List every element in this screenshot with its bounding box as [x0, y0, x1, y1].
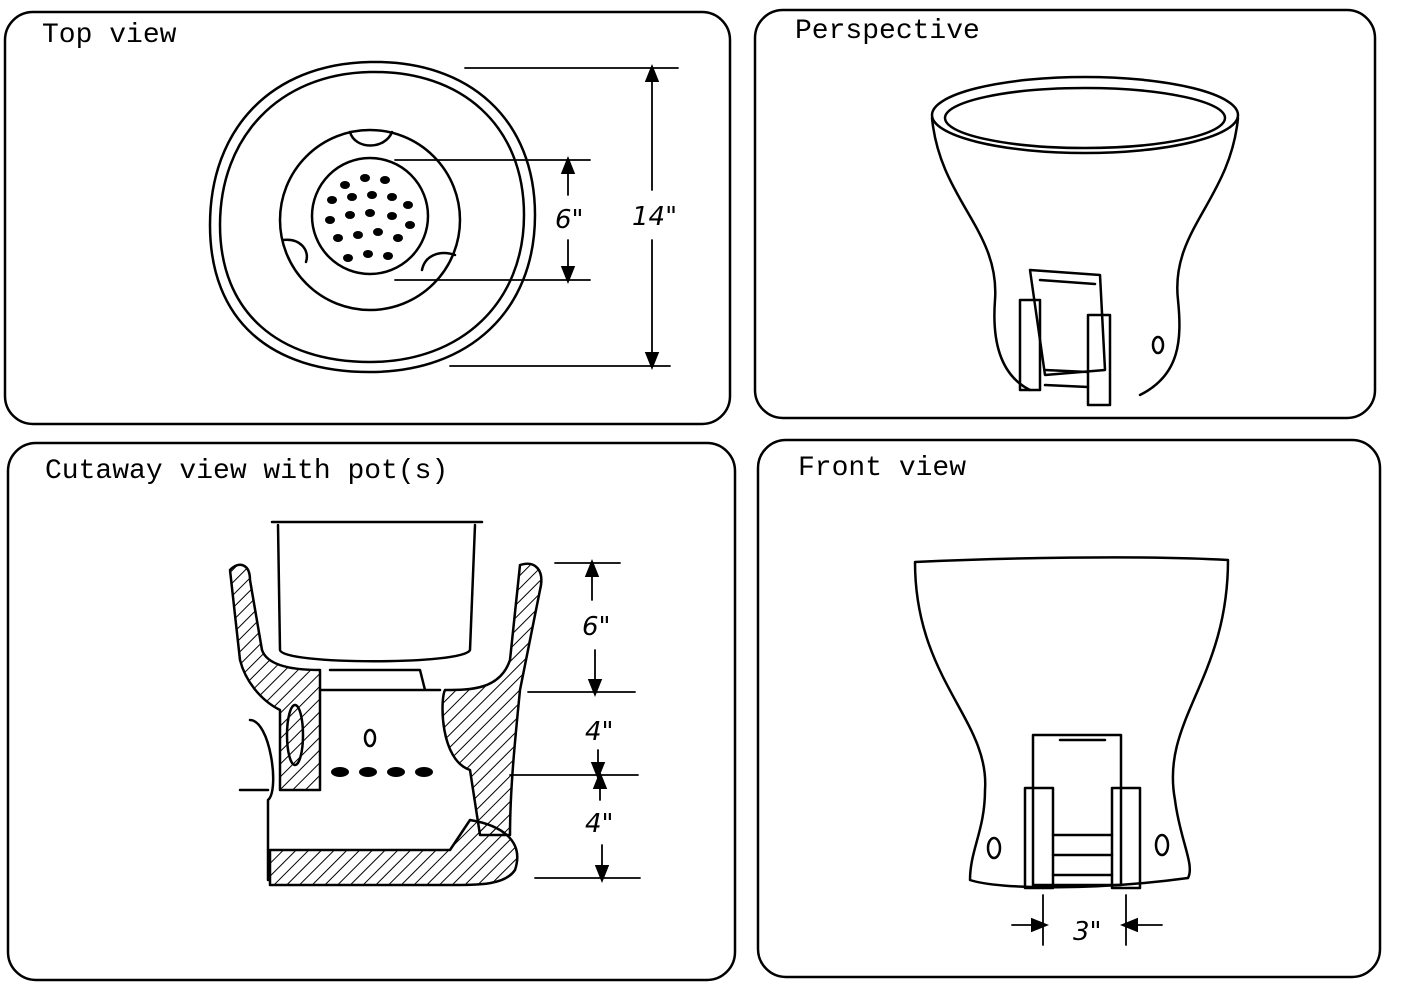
dimension-grate: 6": [555, 205, 584, 235]
dimension-pot: 6": [582, 612, 611, 642]
dimension-lower: 4": [585, 809, 614, 839]
dimension-lines: [509, 559, 641, 883]
panel-cutaway: Cutaway view with pot(s) 6" 4" 4": [6, 441, 737, 982]
dimension-outer: 14": [632, 202, 677, 232]
stove-top-outline: [208, 60, 537, 374]
panel-top-view: Top view 6" 14": [3, 10, 732, 426]
dimension-lines: [394, 64, 679, 370]
dimension-lines: [1011, 894, 1163, 946]
panel-title: Perspective: [795, 16, 980, 47]
panel-perspective: Perspective: [753, 8, 1377, 420]
panel-front-view: Front view 3": [756, 438, 1382, 979]
dimension-middle: 4": [585, 717, 614, 747]
dimension-door: 3": [1073, 917, 1102, 947]
stove-perspective: [930, 75, 1240, 407]
panel-title: Cutaway view with pot(s): [45, 456, 448, 487]
panel-title: Top view: [42, 20, 177, 51]
stove-front: [913, 556, 1230, 890]
panel-title: Front view: [798, 453, 966, 484]
stove-cutaway: [228, 520, 543, 887]
grate-holes: [325, 174, 415, 262]
